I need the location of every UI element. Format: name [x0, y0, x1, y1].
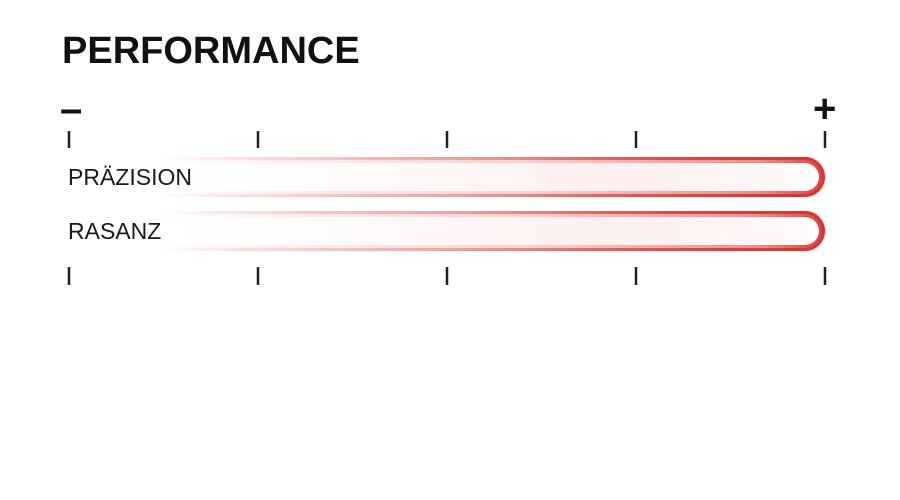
top-tick-marks: [67, 131, 827, 148]
bars: PRÄZISION RASANZ: [68, 157, 825, 251]
scale-max-label: +: [813, 87, 836, 131]
bar-highlight-1: [155, 217, 819, 245]
scale-min-label: –: [60, 87, 82, 131]
bar-outline-0: [153, 157, 825, 197]
bar-outline-1: [153, 211, 825, 251]
bar-label-1: RASANZ: [68, 218, 161, 244]
bar-highlight-0: [155, 163, 819, 191]
chart-title: PERFORMANCE: [62, 30, 360, 72]
bottom-tick-marks: [67, 267, 827, 285]
bar-label-0: PRÄZISION: [68, 164, 192, 190]
